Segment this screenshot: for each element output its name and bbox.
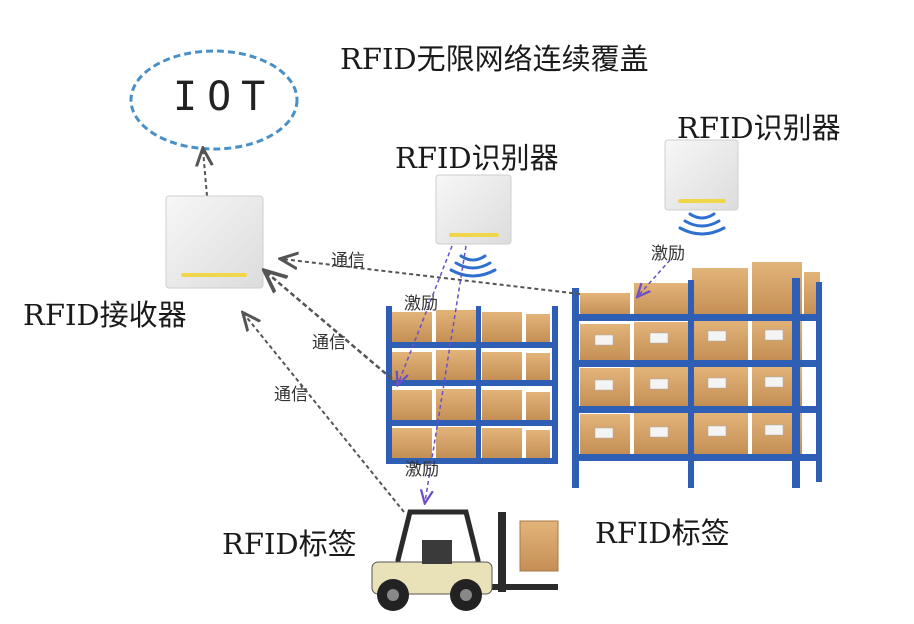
comm-line-3 [244, 314, 405, 513]
iot-label: IOT [173, 74, 276, 120]
rfid-reader-1-device [435, 174, 512, 245]
reader-label-2: RFID识别器 [677, 111, 841, 145]
warehouse-rack-right [572, 262, 822, 488]
excite-line-1 [398, 245, 453, 384]
signal-wave-icon [449, 254, 497, 278]
receiver-label: RFID接收器 [23, 298, 187, 332]
comm-label-2: 通信 [312, 333, 346, 353]
forklift-image [371, 509, 559, 611]
excite-line-2 [425, 245, 467, 502]
excite-label-3: 激励 [651, 244, 685, 264]
rfid-reader-2-device [664, 139, 739, 211]
diagram-title: RFID无限网络连续覆盖 [340, 42, 649, 76]
tag-label-2: RFID标签 [595, 516, 730, 550]
rfid-receiver-device [165, 195, 264, 289]
excite-label-2: 激励 [405, 460, 439, 480]
reader-label-1: RFID识别器 [395, 141, 559, 175]
comm-label-1: 通信 [331, 251, 365, 271]
receiver-to-iot-link [203, 150, 207, 197]
tag-label-1: RFID标签 [222, 527, 357, 561]
excite-line-3 [638, 259, 671, 296]
iot-cloud [129, 49, 299, 151]
comm-line-1 [282, 259, 581, 295]
excite-label-1: 激励 [404, 294, 438, 314]
comm-label-3: 通信 [274, 385, 308, 405]
comm-line-2 [266, 272, 399, 385]
signal-wave-icon [678, 212, 726, 236]
warehouse-rack-left [386, 306, 558, 464]
